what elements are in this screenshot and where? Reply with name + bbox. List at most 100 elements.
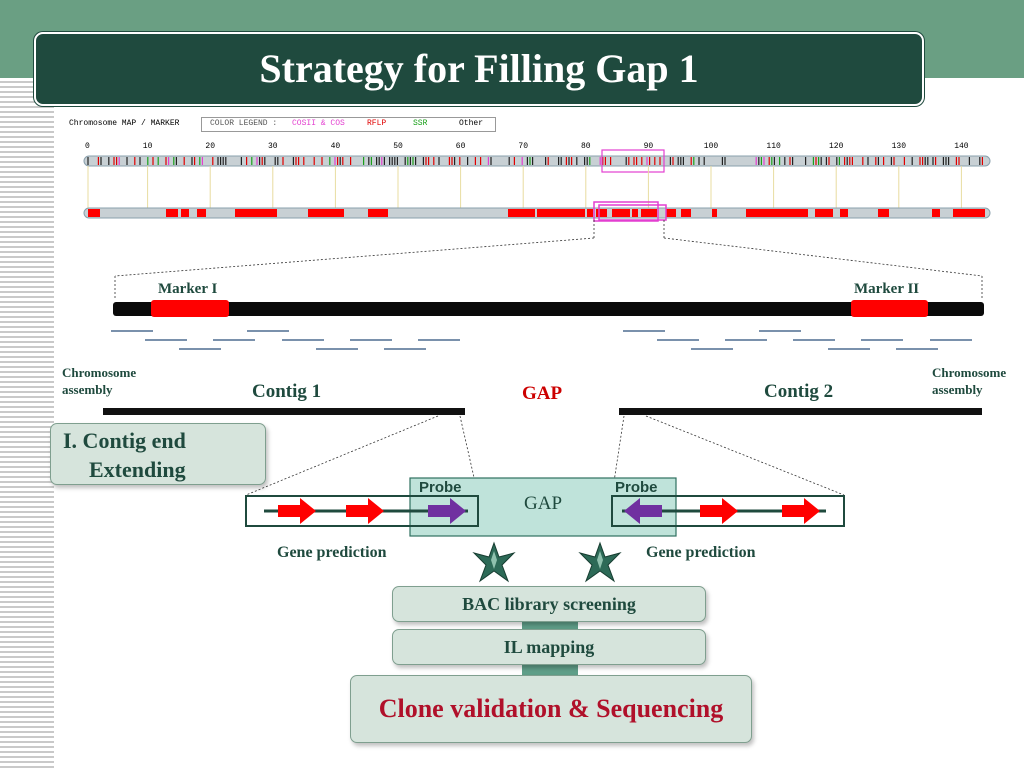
- gap-center-label: GAP: [524, 493, 563, 514]
- map-tick-label: 90: [644, 142, 654, 151]
- red-block: [181, 209, 189, 217]
- red-block: [587, 209, 593, 217]
- marker-i-label: Marker I: [158, 281, 218, 297]
- bac-screening-label: BAC library screening: [462, 594, 636, 614]
- marker-lines: [87, 157, 984, 165]
- clone-validation-label: Clone validation & Sequencing: [378, 694, 724, 723]
- contig-2-bar: [619, 408, 982, 415]
- red-block: [840, 209, 848, 217]
- block-highlight-inner: [598, 204, 667, 221]
- zoom-line: [114, 237, 595, 277]
- probe-arrow-icon: [624, 498, 662, 524]
- legend-rflp: RFLP: [367, 119, 387, 128]
- gene-arrow-icon: [278, 498, 316, 524]
- chromosome-assembly-right-line1: Chromosome: [932, 365, 1007, 380]
- contig-zoom-line: [459, 415, 479, 496]
- clone-validation-box: Clone validation & Sequencing: [350, 675, 752, 743]
- red-block: [537, 209, 585, 217]
- gene-arrow-icon: [700, 498, 738, 524]
- slide-title: Strategy for Filling Gap 1: [259, 46, 699, 91]
- contig-end-box: I. Contig end Extending: [50, 423, 266, 485]
- zoom-line: [663, 237, 983, 277]
- red-block: [368, 209, 388, 217]
- probe-right-label: Probe: [615, 479, 658, 496]
- contig-1-bar: [103, 408, 465, 415]
- contig-end-line1: I. Contig end: [63, 428, 186, 453]
- map-tick-label: 110: [766, 142, 781, 151]
- red-block: [88, 209, 100, 217]
- red-block: [235, 209, 277, 217]
- red-block: [953, 209, 985, 217]
- probe-arrow-icon: [428, 498, 466, 524]
- legend-other: Other: [459, 119, 484, 128]
- red-block: [596, 209, 607, 217]
- map-tick-label: 40: [331, 142, 341, 151]
- map-tick-label: 130: [892, 142, 907, 151]
- gene-arrow-icon: [346, 498, 384, 524]
- contig-2-label: Contig 2: [764, 381, 834, 402]
- contig-zoom-line: [245, 415, 439, 496]
- map-tick-label: 100: [704, 142, 719, 151]
- map-tick-label: 30: [268, 142, 278, 151]
- map-tick-label: 120: [829, 142, 844, 151]
- red-block: [508, 209, 535, 217]
- marker-ii-block: [851, 300, 928, 317]
- red-block: [932, 209, 940, 217]
- map-tick-label: 60: [456, 142, 466, 151]
- marker-i-block: [151, 300, 229, 317]
- red-block: [166, 209, 178, 217]
- zoomed-region-bar: [113, 302, 984, 316]
- red-block: [815, 209, 833, 217]
- red-block: [632, 209, 638, 217]
- map-tick-label: 140: [954, 142, 969, 151]
- legend-prefix: COLOR LEGEND :: [210, 119, 278, 128]
- map-tick-label: 80: [581, 142, 591, 151]
- chromosome-assembly-left-line1: Chromosome: [62, 365, 137, 380]
- red-block: [197, 209, 206, 217]
- red-block: [712, 209, 717, 217]
- gene-arrow-icon: [782, 498, 820, 524]
- chromosome-map-bar: [83, 155, 991, 167]
- contig-zoom-line: [645, 415, 845, 496]
- map-header: Chromosome MAP / MARKER: [69, 119, 180, 128]
- tick-guide-lines: [87, 166, 962, 208]
- map-tick-label: 20: [205, 142, 215, 151]
- red-block: [681, 209, 691, 217]
- probe-left-label: Probe: [419, 479, 462, 496]
- block-highlight-outer: [593, 201, 659, 222]
- color-legend: COLOR LEGEND : COSII & COS RFLP SSR Othe…: [201, 117, 496, 132]
- title-box: Strategy for Filling Gap 1: [34, 32, 924, 106]
- red-block: [612, 209, 630, 217]
- down-arrow-star-icon: [578, 541, 622, 583]
- il-mapping-box: IL mapping: [392, 629, 706, 665]
- map-tick-label: 70: [518, 142, 528, 151]
- red-block: [878, 209, 889, 217]
- bac-screening-box: BAC library screening: [392, 586, 706, 622]
- down-arrow-star-icon: [472, 541, 516, 583]
- red-block: [666, 209, 676, 217]
- red-blocks: [88, 209, 985, 217]
- gene-prediction-right: Gene prediction: [646, 544, 756, 561]
- clone-reads: [111, 330, 972, 350]
- contig-end-line2: Extending: [89, 457, 186, 482]
- gap-label: GAP: [522, 383, 563, 404]
- legend-ssr: SSR: [413, 119, 428, 128]
- side-stripes: [0, 78, 54, 768]
- contig-zoom-line: [611, 415, 625, 496]
- map-tick-label: 0: [85, 142, 90, 151]
- red-block: [641, 209, 657, 217]
- left-gene-box: [245, 495, 479, 527]
- marker-ii-label: Marker II: [854, 281, 920, 297]
- legend-cos: COSII & COS: [292, 119, 345, 128]
- red-block: [746, 209, 808, 217]
- map-tick-label: 50: [393, 142, 403, 151]
- right-gene-box: [611, 495, 845, 527]
- chromosome-assembly-right-line2: assembly: [932, 382, 983, 397]
- chromosome-assembly-left-line2: assembly: [62, 382, 113, 397]
- contig-1-label: Contig 1: [252, 381, 322, 402]
- map-highlight-box: [601, 149, 665, 173]
- gene-prediction-left: Gene prediction: [277, 544, 387, 561]
- il-mapping-label: IL mapping: [503, 637, 595, 657]
